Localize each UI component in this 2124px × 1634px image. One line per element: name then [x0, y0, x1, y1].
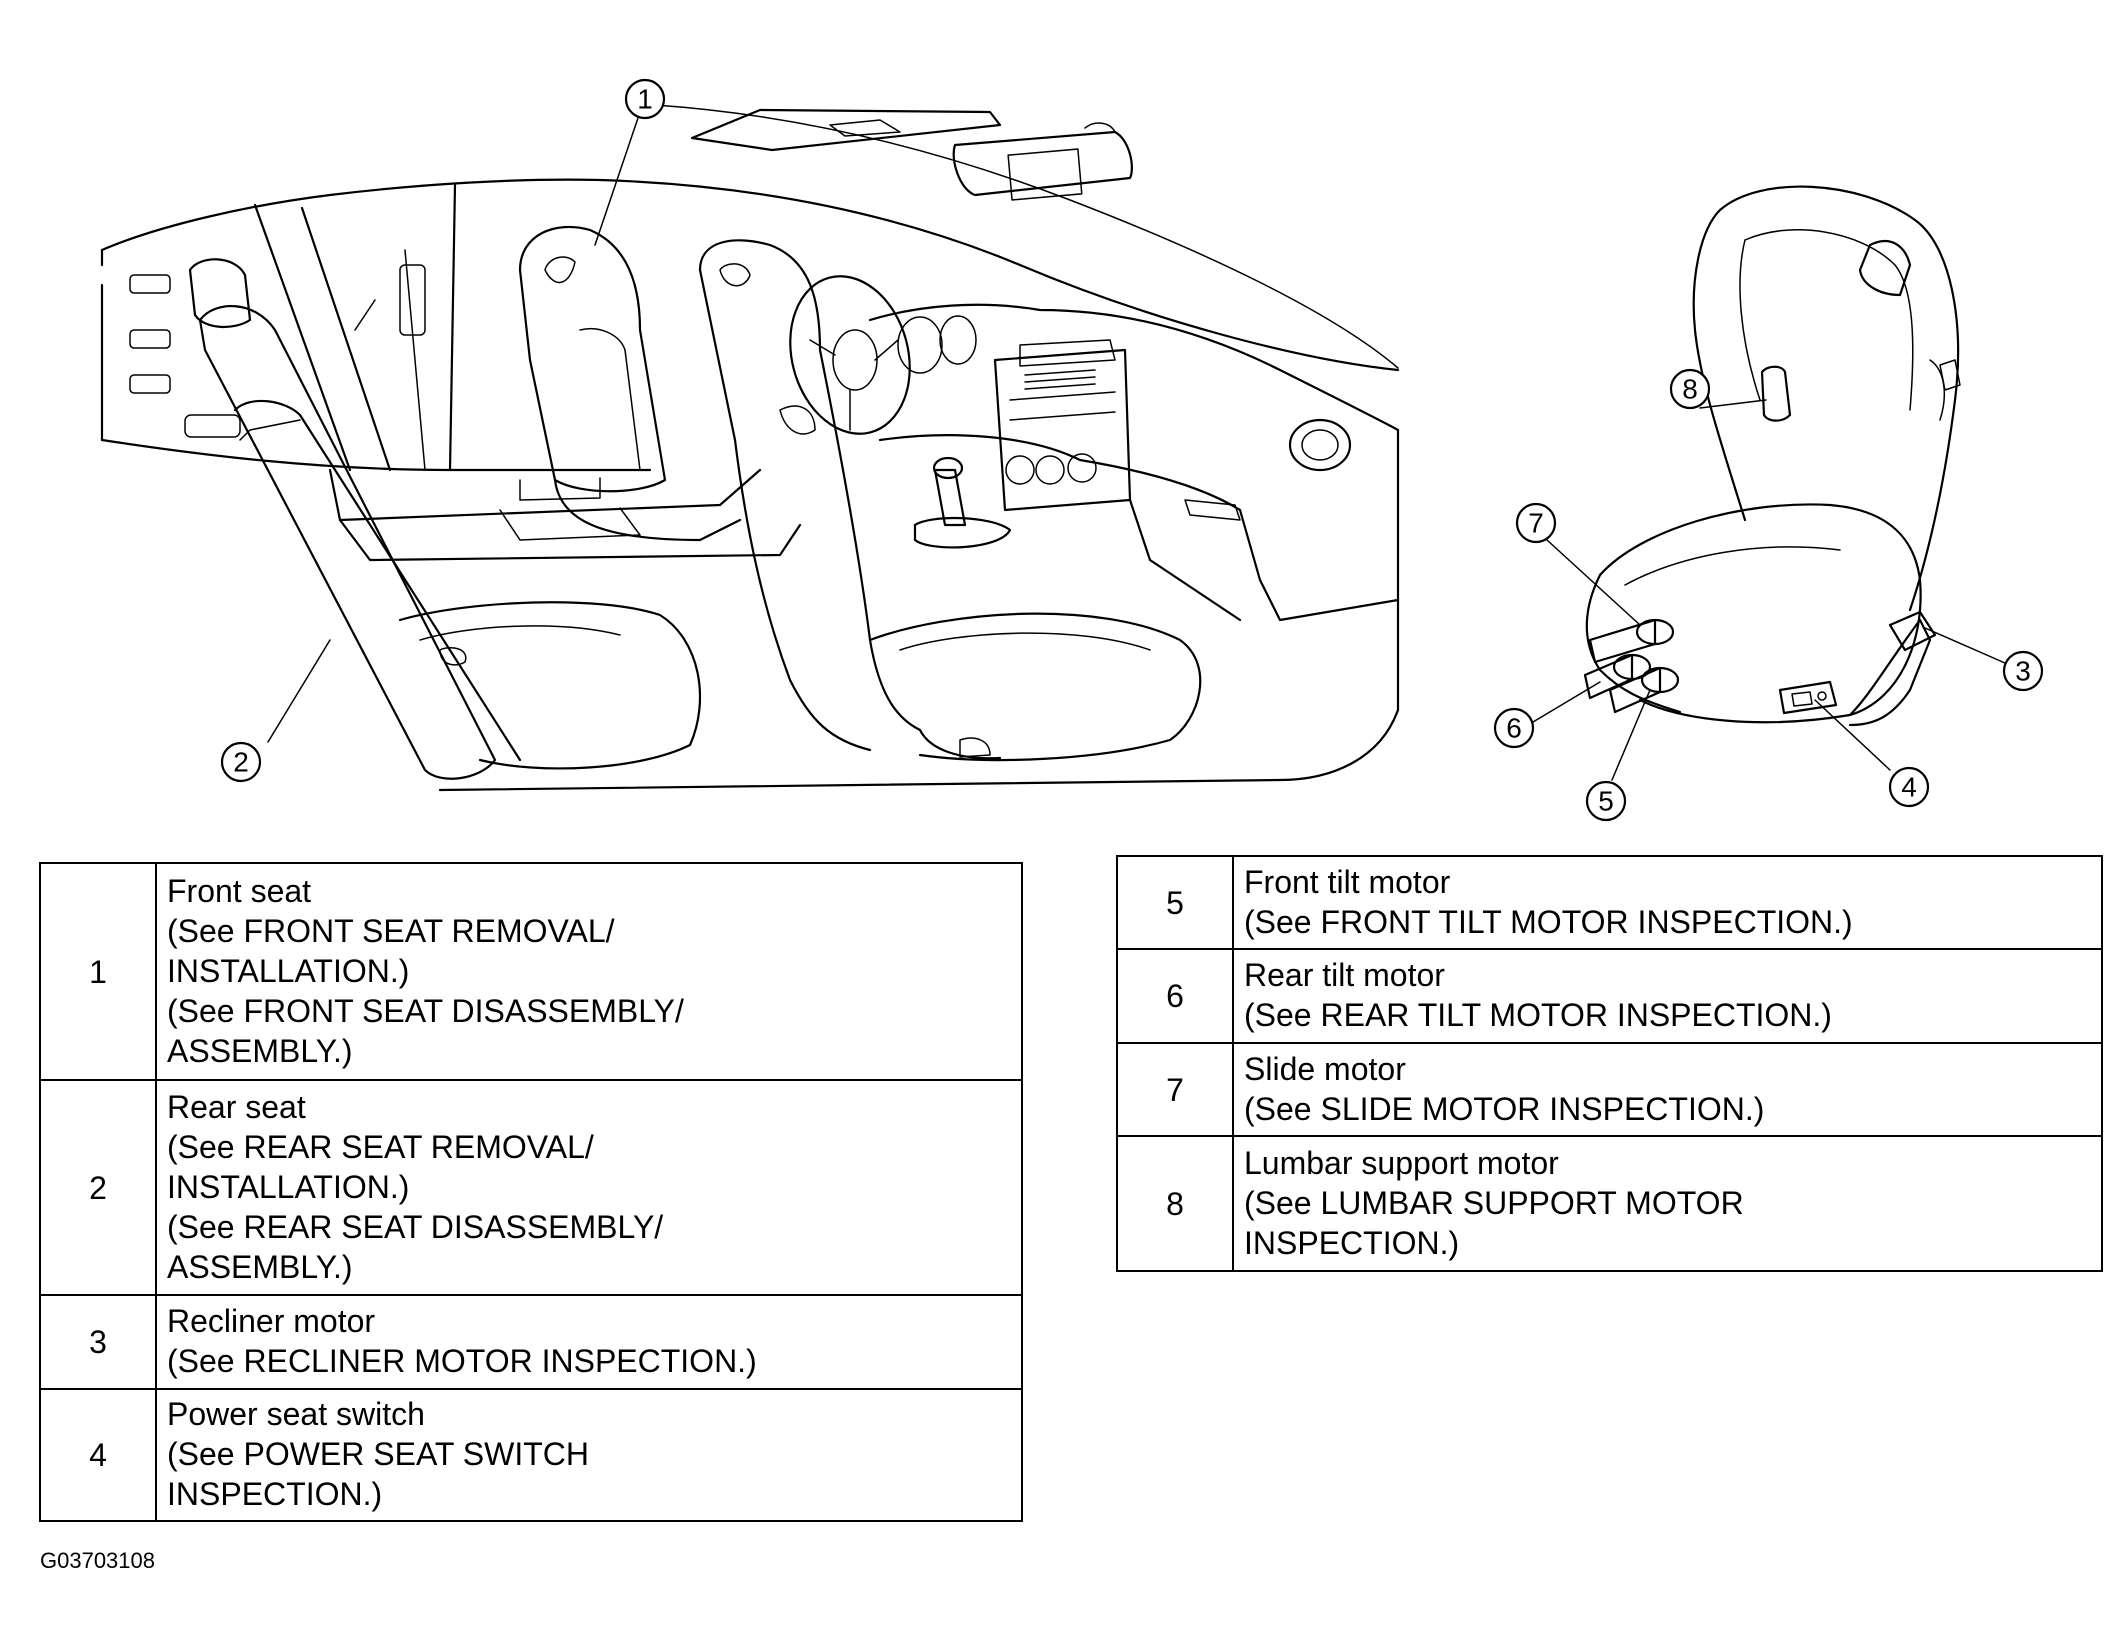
part-reference: INSPECTION.)	[1244, 1224, 1460, 1261]
table-row: 4 Power seat switch (See POWER SEAT SWIT…	[39, 1388, 1023, 1522]
part-name: Front tilt motor	[1244, 863, 1451, 900]
callout-1-label: 1	[637, 84, 653, 115]
part-number: 5	[1116, 855, 1234, 950]
power-seat-illustration	[1583, 185, 1961, 727]
part-reference: (See SLIDE MOTOR INSPECTION.)	[1244, 1090, 1765, 1127]
part-name: Recliner motor	[167, 1303, 376, 1339]
part-reference: (See REAR TILT MOTOR INSPECTION.)	[1244, 997, 1832, 1033]
part-reference: INSTALLATION.)	[167, 1168, 410, 1205]
part-description: Lumbar support motor (See LUMBAR SUPPORT…	[1232, 1135, 2103, 1272]
part-reference: (See REAR SEAT REMOVAL/	[167, 1128, 594, 1165]
table-row: 7 Slide motor (See SLIDE MOTOR INSPECTIO…	[1116, 1042, 2103, 1137]
part-reference: (See LUMBAR SUPPORT MOTOR	[1244, 1184, 1744, 1221]
part-number: 7	[1116, 1042, 1234, 1137]
callout-7-label: 7	[1528, 508, 1544, 539]
callout-7: 7	[1515, 502, 1557, 544]
parts-table-left: 1 Front seat (See FRONT SEAT REMOVAL/ IN…	[39, 862, 1023, 1522]
part-reference: INSTALLATION.)	[167, 952, 410, 989]
callout-4-label: 4	[1901, 772, 1917, 803]
callout-5-label: 5	[1598, 786, 1614, 817]
part-reference: (See RECLINER MOTOR INSPECTION.)	[167, 1343, 757, 1379]
callout-1: 1	[624, 78, 666, 120]
part-name: Rear tilt motor	[1244, 957, 1445, 993]
part-name: Slide motor	[1244, 1050, 1406, 1087]
part-description: Rear seat (See REAR SEAT REMOVAL/ INSTAL…	[155, 1079, 1023, 1296]
part-description: Front tilt motor (See FRONT TILT MOTOR I…	[1232, 855, 2103, 950]
part-name: Front seat	[167, 872, 312, 909]
part-reference: (See FRONT SEAT REMOVAL/	[167, 912, 615, 949]
part-reference: ASSEMBLY.)	[167, 1248, 353, 1285]
part-name: Lumbar support motor	[1244, 1144, 1559, 1181]
part-description: Rear tilt motor (See REAR TILT MOTOR INS…	[1232, 948, 2103, 1044]
callout-2-label: 2	[233, 747, 249, 778]
part-description: Front seat (See FRONT SEAT REMOVAL/ INST…	[155, 862, 1023, 1081]
table-row: 1 Front seat (See FRONT SEAT REMOVAL/ IN…	[39, 862, 1023, 1081]
part-reference: INSPECTION.)	[167, 1476, 383, 1512]
part-reference: (See FRONT TILT MOTOR INSPECTION.)	[1244, 903, 1853, 940]
part-number: 1	[39, 862, 157, 1081]
table-row: 6 Rear tilt motor (See REAR TILT MOTOR I…	[1116, 948, 2103, 1044]
table-row: 2 Rear seat (See REAR SEAT REMOVAL/ INST…	[39, 1079, 1023, 1296]
part-description: Power seat switch (See POWER SEAT SWITCH…	[155, 1388, 1023, 1522]
callout-4: 4	[1888, 766, 1930, 808]
callout-3-label: 3	[2015, 656, 2031, 687]
part-name: Power seat switch	[167, 1396, 425, 1432]
table-row: 5 Front tilt motor (See FRONT TILT MOTOR…	[1116, 855, 2103, 950]
leader-lines	[267, 117, 2006, 781]
seat-diagram-illustration: 1 2 3 4 5 6 7 8	[100, 78, 2044, 822]
parts-table-right: 5 Front tilt motor (See FRONT TILT MOTOR…	[1116, 855, 2103, 1272]
part-reference: (See FRONT SEAT DISASSEMBLY/	[167, 992, 684, 1029]
callout-8: 8	[1669, 368, 1711, 410]
part-number: 6	[1116, 948, 1234, 1044]
part-number: 4	[39, 1388, 157, 1522]
table-row: 8 Lumbar support motor (See LUMBAR SUPPO…	[1116, 1135, 2103, 1272]
callout-5: 5	[1585, 780, 1627, 822]
callout-2: 2	[220, 741, 262, 783]
part-number: 8	[1116, 1135, 1234, 1272]
callout-8-label: 8	[1682, 374, 1698, 405]
part-reference: ASSEMBLY.)	[167, 1032, 353, 1069]
figure-id: G03703108	[40, 1548, 155, 1573]
car-interior-illustration	[100, 104, 1400, 792]
part-number: 3	[39, 1294, 157, 1390]
callout-3: 3	[2002, 650, 2044, 692]
part-reference: (See REAR SEAT DISASSEMBLY/	[167, 1208, 664, 1245]
part-description: Slide motor (See SLIDE MOTOR INSPECTION.…	[1232, 1042, 2103, 1137]
part-number: 2	[39, 1079, 157, 1296]
part-name: Rear seat	[167, 1088, 306, 1125]
part-reference: (See POWER SEAT SWITCH	[167, 1436, 589, 1472]
table-row: 3 Recliner motor (See RECLINER MOTOR INS…	[39, 1294, 1023, 1390]
callout-6-label: 6	[1506, 713, 1522, 744]
callout-6: 6	[1493, 707, 1535, 749]
part-description: Recliner motor (See RECLINER MOTOR INSPE…	[155, 1294, 1023, 1390]
